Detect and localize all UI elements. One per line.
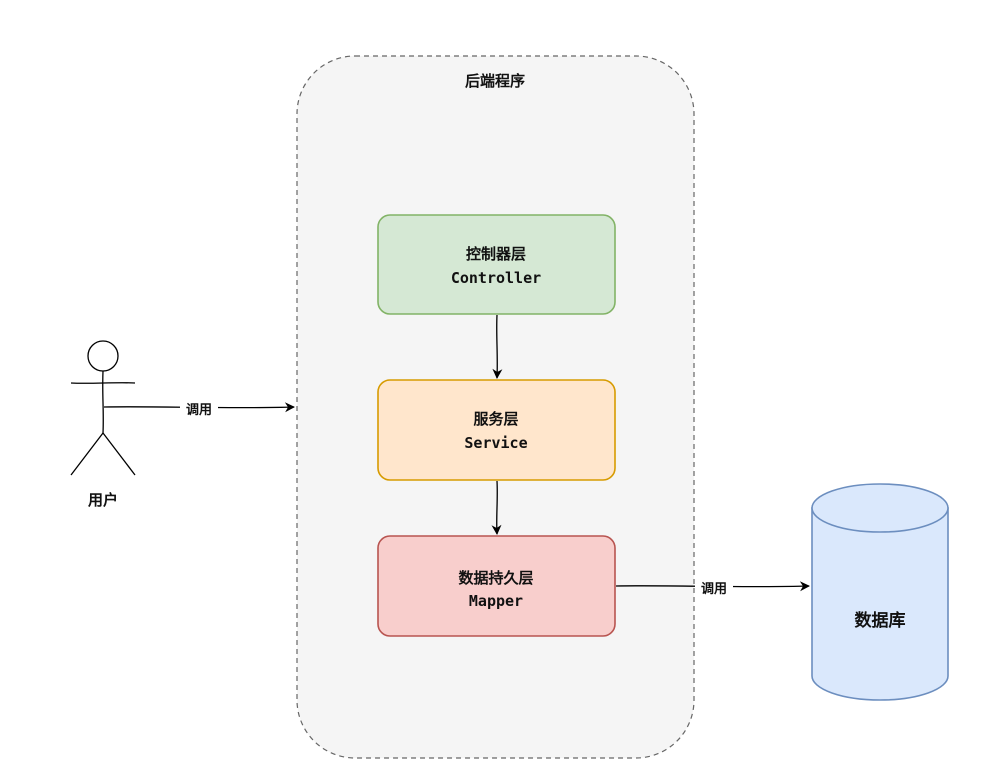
edge-user-call-label: 调用 — [186, 403, 212, 418]
arrow-service-to-mapper — [491, 480, 502, 535]
database-label: 数据库 — [855, 610, 906, 631]
user-label: 用户 — [88, 491, 118, 509]
edge-db-call-label: 调用 — [701, 582, 727, 597]
edge-user-call[interactable]: 调用 — [103, 400, 295, 418]
edge-db-call[interactable]: 调用 — [615, 579, 810, 597]
backend-container-title: 后端程序 — [465, 72, 525, 90]
mapper-layer-name: 数据持久层 — [458, 569, 533, 587]
service-layer-sub: Service — [464, 434, 527, 452]
mapper-layer-shape — [377, 535, 616, 637]
user-icon — [70, 340, 136, 476]
arrow-controller-to-service — [492, 314, 503, 379]
database-node[interactable]: 数据库 — [811, 483, 949, 701]
service-layer-box[interactable]: 服务层 Service — [377, 379, 616, 481]
mapper-layer-box[interactable]: 数据持久层 Mapper — [377, 535, 616, 637]
mapper-layer-sub: Mapper — [469, 592, 523, 610]
service-layer-shape — [377, 379, 616, 481]
controller-layer-box[interactable]: 控制器层 Controller — [377, 214, 616, 315]
controller-layer-sub: Controller — [451, 269, 541, 287]
controller-layer-name: 控制器层 — [466, 245, 526, 263]
controller-layer-shape — [377, 214, 616, 315]
database-cylinder-icon — [811, 483, 949, 701]
edge-user-call-label-bg — [180, 400, 218, 417]
edge-db-call-label-bg — [695, 579, 733, 596]
user-actor[interactable]: 用户 — [70, 340, 136, 509]
service-layer-name: 服务层 — [473, 410, 518, 428]
